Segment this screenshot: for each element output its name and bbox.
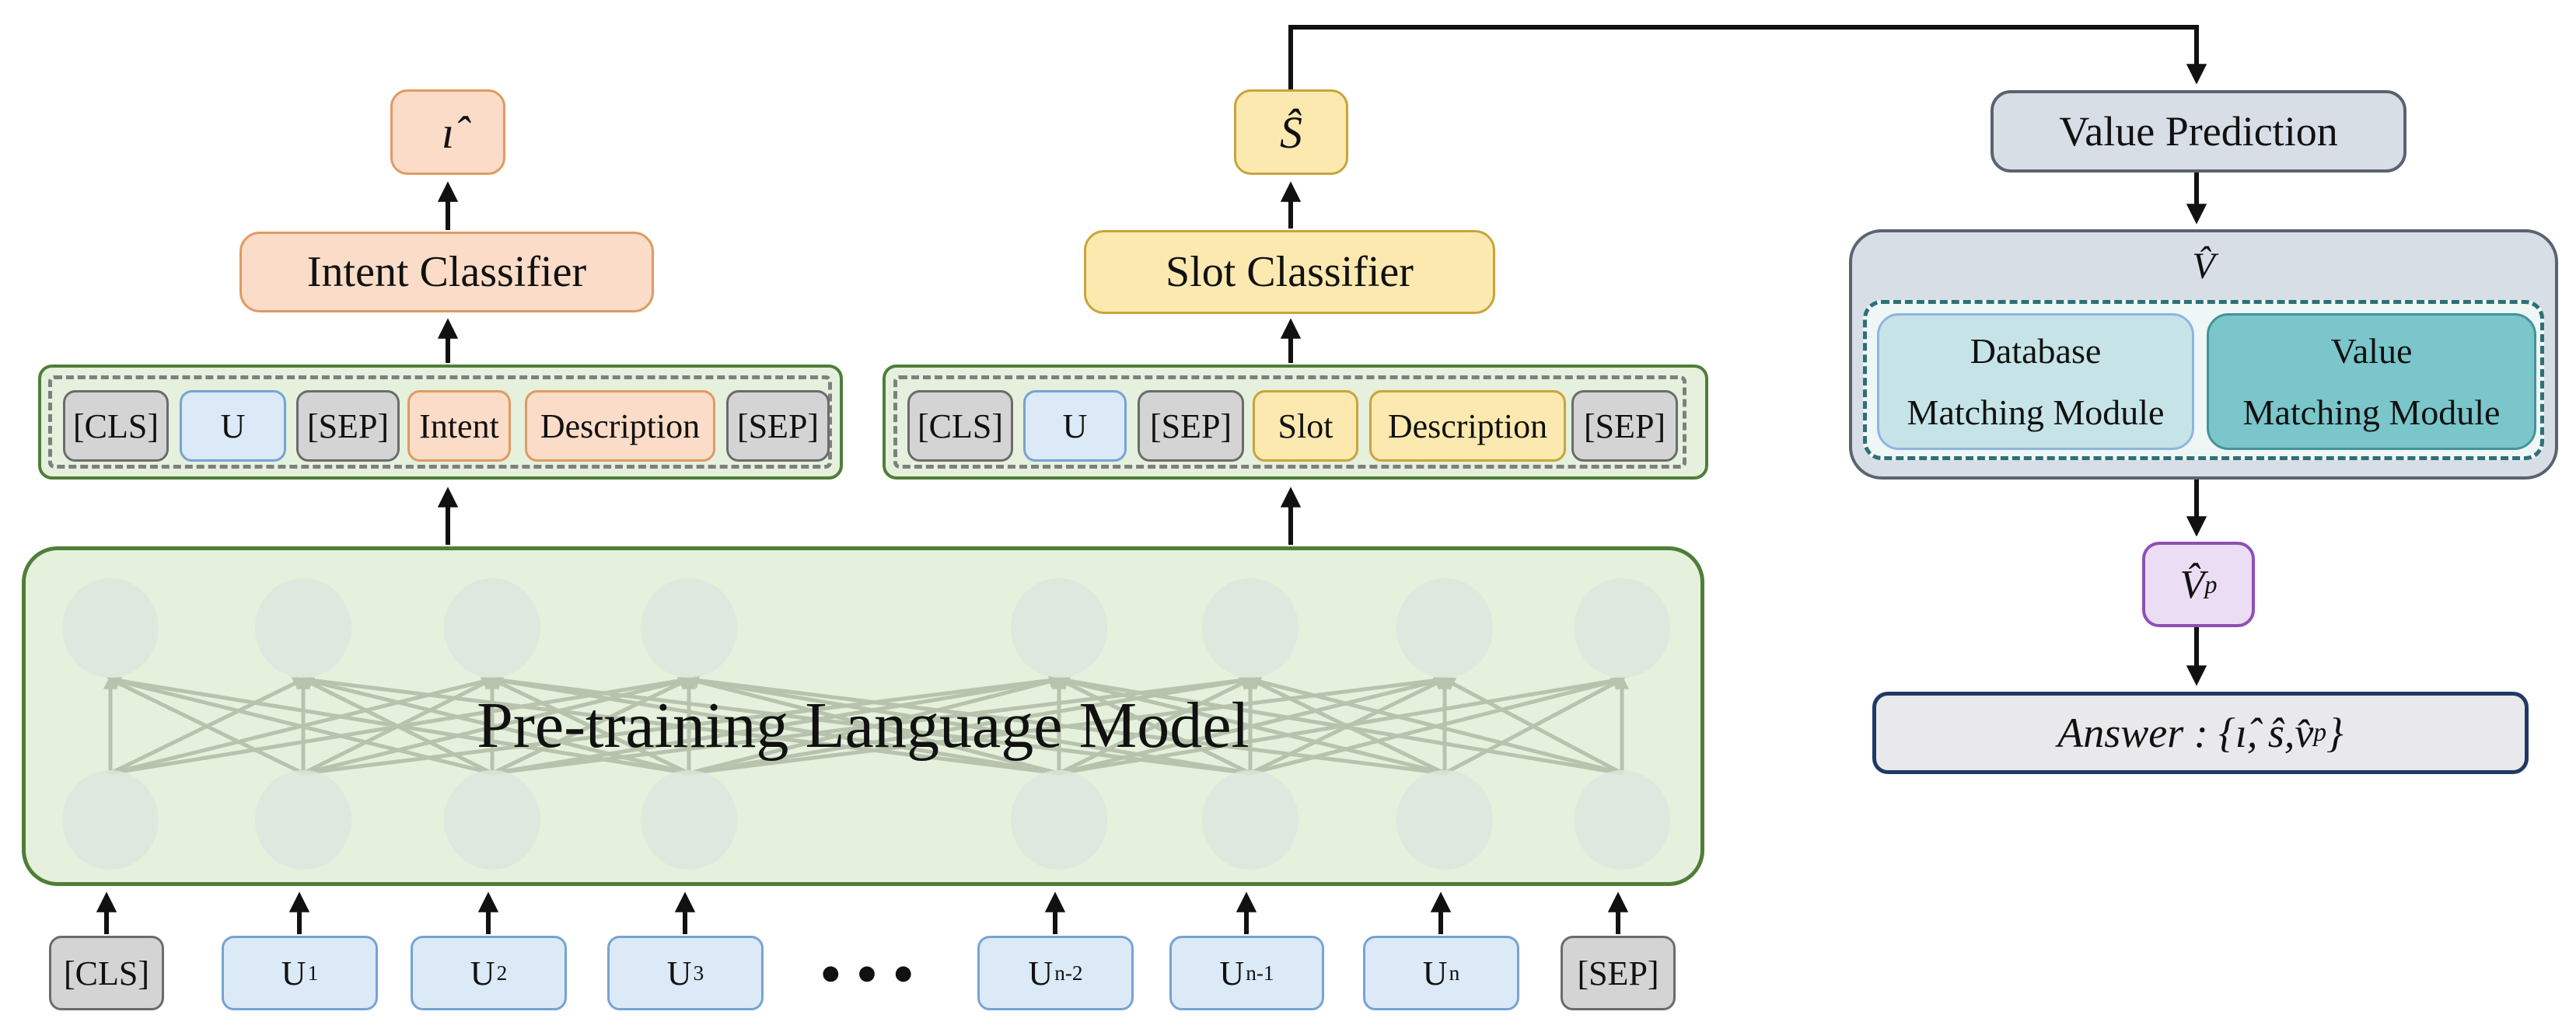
input-token-sep: [SEP]: [1561, 936, 1676, 1010]
slot-output-symbol: Ŝ: [1280, 106, 1302, 158]
plm-box: Pre-training Language Model: [22, 546, 1704, 886]
intent-output-box: ı̂: [390, 89, 505, 175]
value-prediction-label: Value Prediction: [2059, 108, 2338, 155]
intent-token-cls: [CLS]: [63, 390, 169, 462]
intent-token-intent: Intent: [407, 390, 511, 462]
plm-network-graphic: [62, 578, 1670, 870]
slot-token-sep1: [SEP]: [1138, 390, 1244, 462]
value-aggregate-container: V̂ Database Matching Module Value Matchi…: [1849, 229, 2558, 480]
value-matching-module: Value Matching Module: [2207, 313, 2536, 450]
predicted-value-box: V̂p: [2142, 542, 2255, 627]
slot-input-dashed-border: [893, 375, 1686, 469]
intent-token-description: Description: [525, 390, 715, 462]
intent-output-symbol: ı̂: [441, 106, 455, 158]
input-token-cls: [CLS]: [49, 936, 164, 1010]
arrow-slot-output-to-value-prediction: [1288, 25, 2207, 89]
intent-token-u: U: [180, 390, 286, 462]
ellipsis: ●●●: [821, 961, 931, 985]
intent-input-dashed-border: [48, 375, 832, 469]
slot-classifier-label: Slot Classifier: [1166, 248, 1414, 296]
slot-classifier-box: Slot Classifier: [1084, 230, 1495, 314]
intent-token-sep2: [SEP]: [726, 390, 830, 462]
slot-output-box: Ŝ: [1234, 89, 1348, 175]
intent-classifier-box: Intent Classifier: [239, 232, 654, 312]
answer-box: Answer : {ı̂, ŝ, v̂p}: [1872, 692, 2529, 774]
slot-token-cls: [CLS]: [907, 390, 1013, 462]
intent-classifier-label: Intent Classifier: [306, 248, 587, 296]
slot-token-sep2: [SEP]: [1571, 390, 1678, 462]
plm-label: Pre-training Language Model: [477, 689, 1250, 762]
slot-token-u: U: [1023, 390, 1127, 462]
slot-token-slot: Slot: [1253, 390, 1358, 462]
database-matching-module: Database Matching Module: [1877, 313, 2194, 450]
matching-modules-dashed-container: Database Matching Module Value Matching …: [1863, 300, 2544, 460]
value-prediction-box: Value Prediction: [1991, 90, 2406, 173]
value-aggregate-symbol: V̂: [2192, 246, 2215, 287]
intent-token-sep1: [SEP]: [296, 390, 400, 462]
slot-token-description: Description: [1369, 390, 1566, 462]
